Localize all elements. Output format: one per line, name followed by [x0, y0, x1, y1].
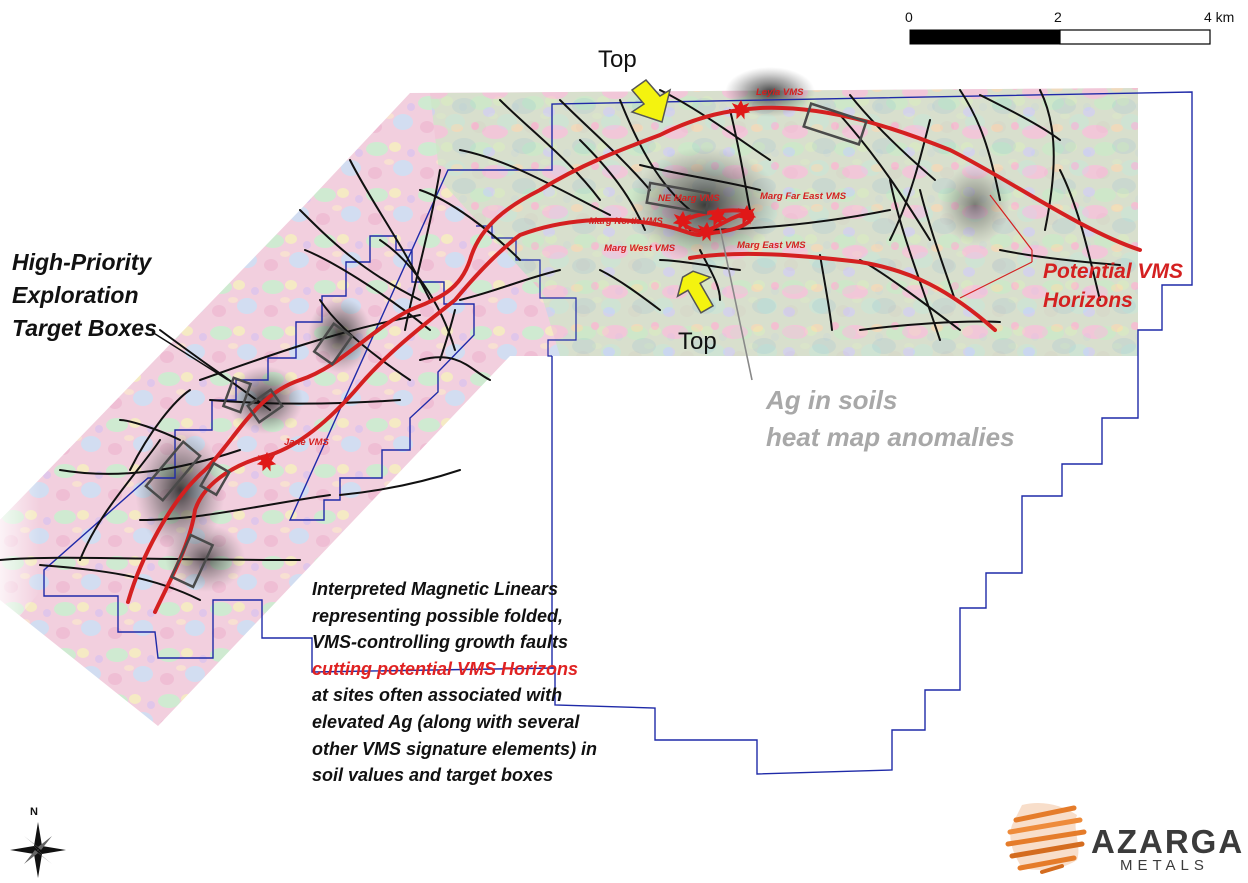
scale-tick-4km: 4 km	[1204, 9, 1235, 25]
vms-star-icon	[256, 451, 277, 472]
target-box-leader	[151, 331, 229, 381]
site-label-jane: Jane VMS	[284, 437, 329, 448]
site-label-ne-marg: NE Marg VMS	[658, 193, 720, 204]
top-arrow-icon	[676, 270, 715, 314]
vms-star-icon	[696, 221, 717, 242]
description-text: Interpreted Magnetic Linears representin…	[312, 579, 598, 786]
site-label-marg-north: Marg North VMS	[589, 216, 663, 227]
site-label-marg-west: Marg West VMS	[604, 243, 676, 254]
scale-tick-0: 0	[905, 9, 913, 25]
north-label: N	[30, 806, 38, 818]
vms-horizons	[126, 105, 1142, 614]
magnetic-linears	[0, 89, 1121, 601]
logo-subtitle: METALS	[1120, 857, 1209, 874]
claim-boundary	[43, 91, 1193, 775]
scale-tick-2: 2	[1054, 9, 1062, 25]
top-arrow-icon	[630, 78, 672, 123]
north-arrow-icon	[10, 822, 66, 878]
ag-heat-anomalies	[135, 67, 1010, 592]
horse-head-logo-icon	[1005, 803, 1087, 874]
site-label-leyla: Leyla VMS	[756, 87, 804, 98]
top-label-north: Top	[598, 46, 637, 73]
top-arrows	[630, 78, 715, 314]
ag-soils-label: Ag in soils heat map anomalies	[766, 385, 1015, 452]
target-boxes	[144, 102, 868, 589]
potential-vms-label: Potential VMS Horizons	[1043, 260, 1184, 312]
vms-site-markers	[256, 99, 757, 472]
logo-wordmark: AZARGA	[1091, 823, 1245, 860]
vms-star-icon	[707, 206, 728, 227]
vms-star-icon	[730, 99, 751, 120]
ag-pointer-line	[719, 227, 753, 381]
top-label-south: Top	[678, 328, 717, 355]
vms-star-icon	[672, 210, 693, 231]
scale-bar	[909, 29, 1211, 45]
high-priority-label: High-Priority Exploration Target Boxes	[12, 249, 157, 341]
site-label-marg-far-east: Marg Far East VMS	[760, 191, 847, 202]
vms-pointer-lines	[959, 194, 1033, 299]
site-label-marg-east: Marg East VMS	[737, 240, 806, 251]
vms-star-icon	[736, 204, 757, 225]
